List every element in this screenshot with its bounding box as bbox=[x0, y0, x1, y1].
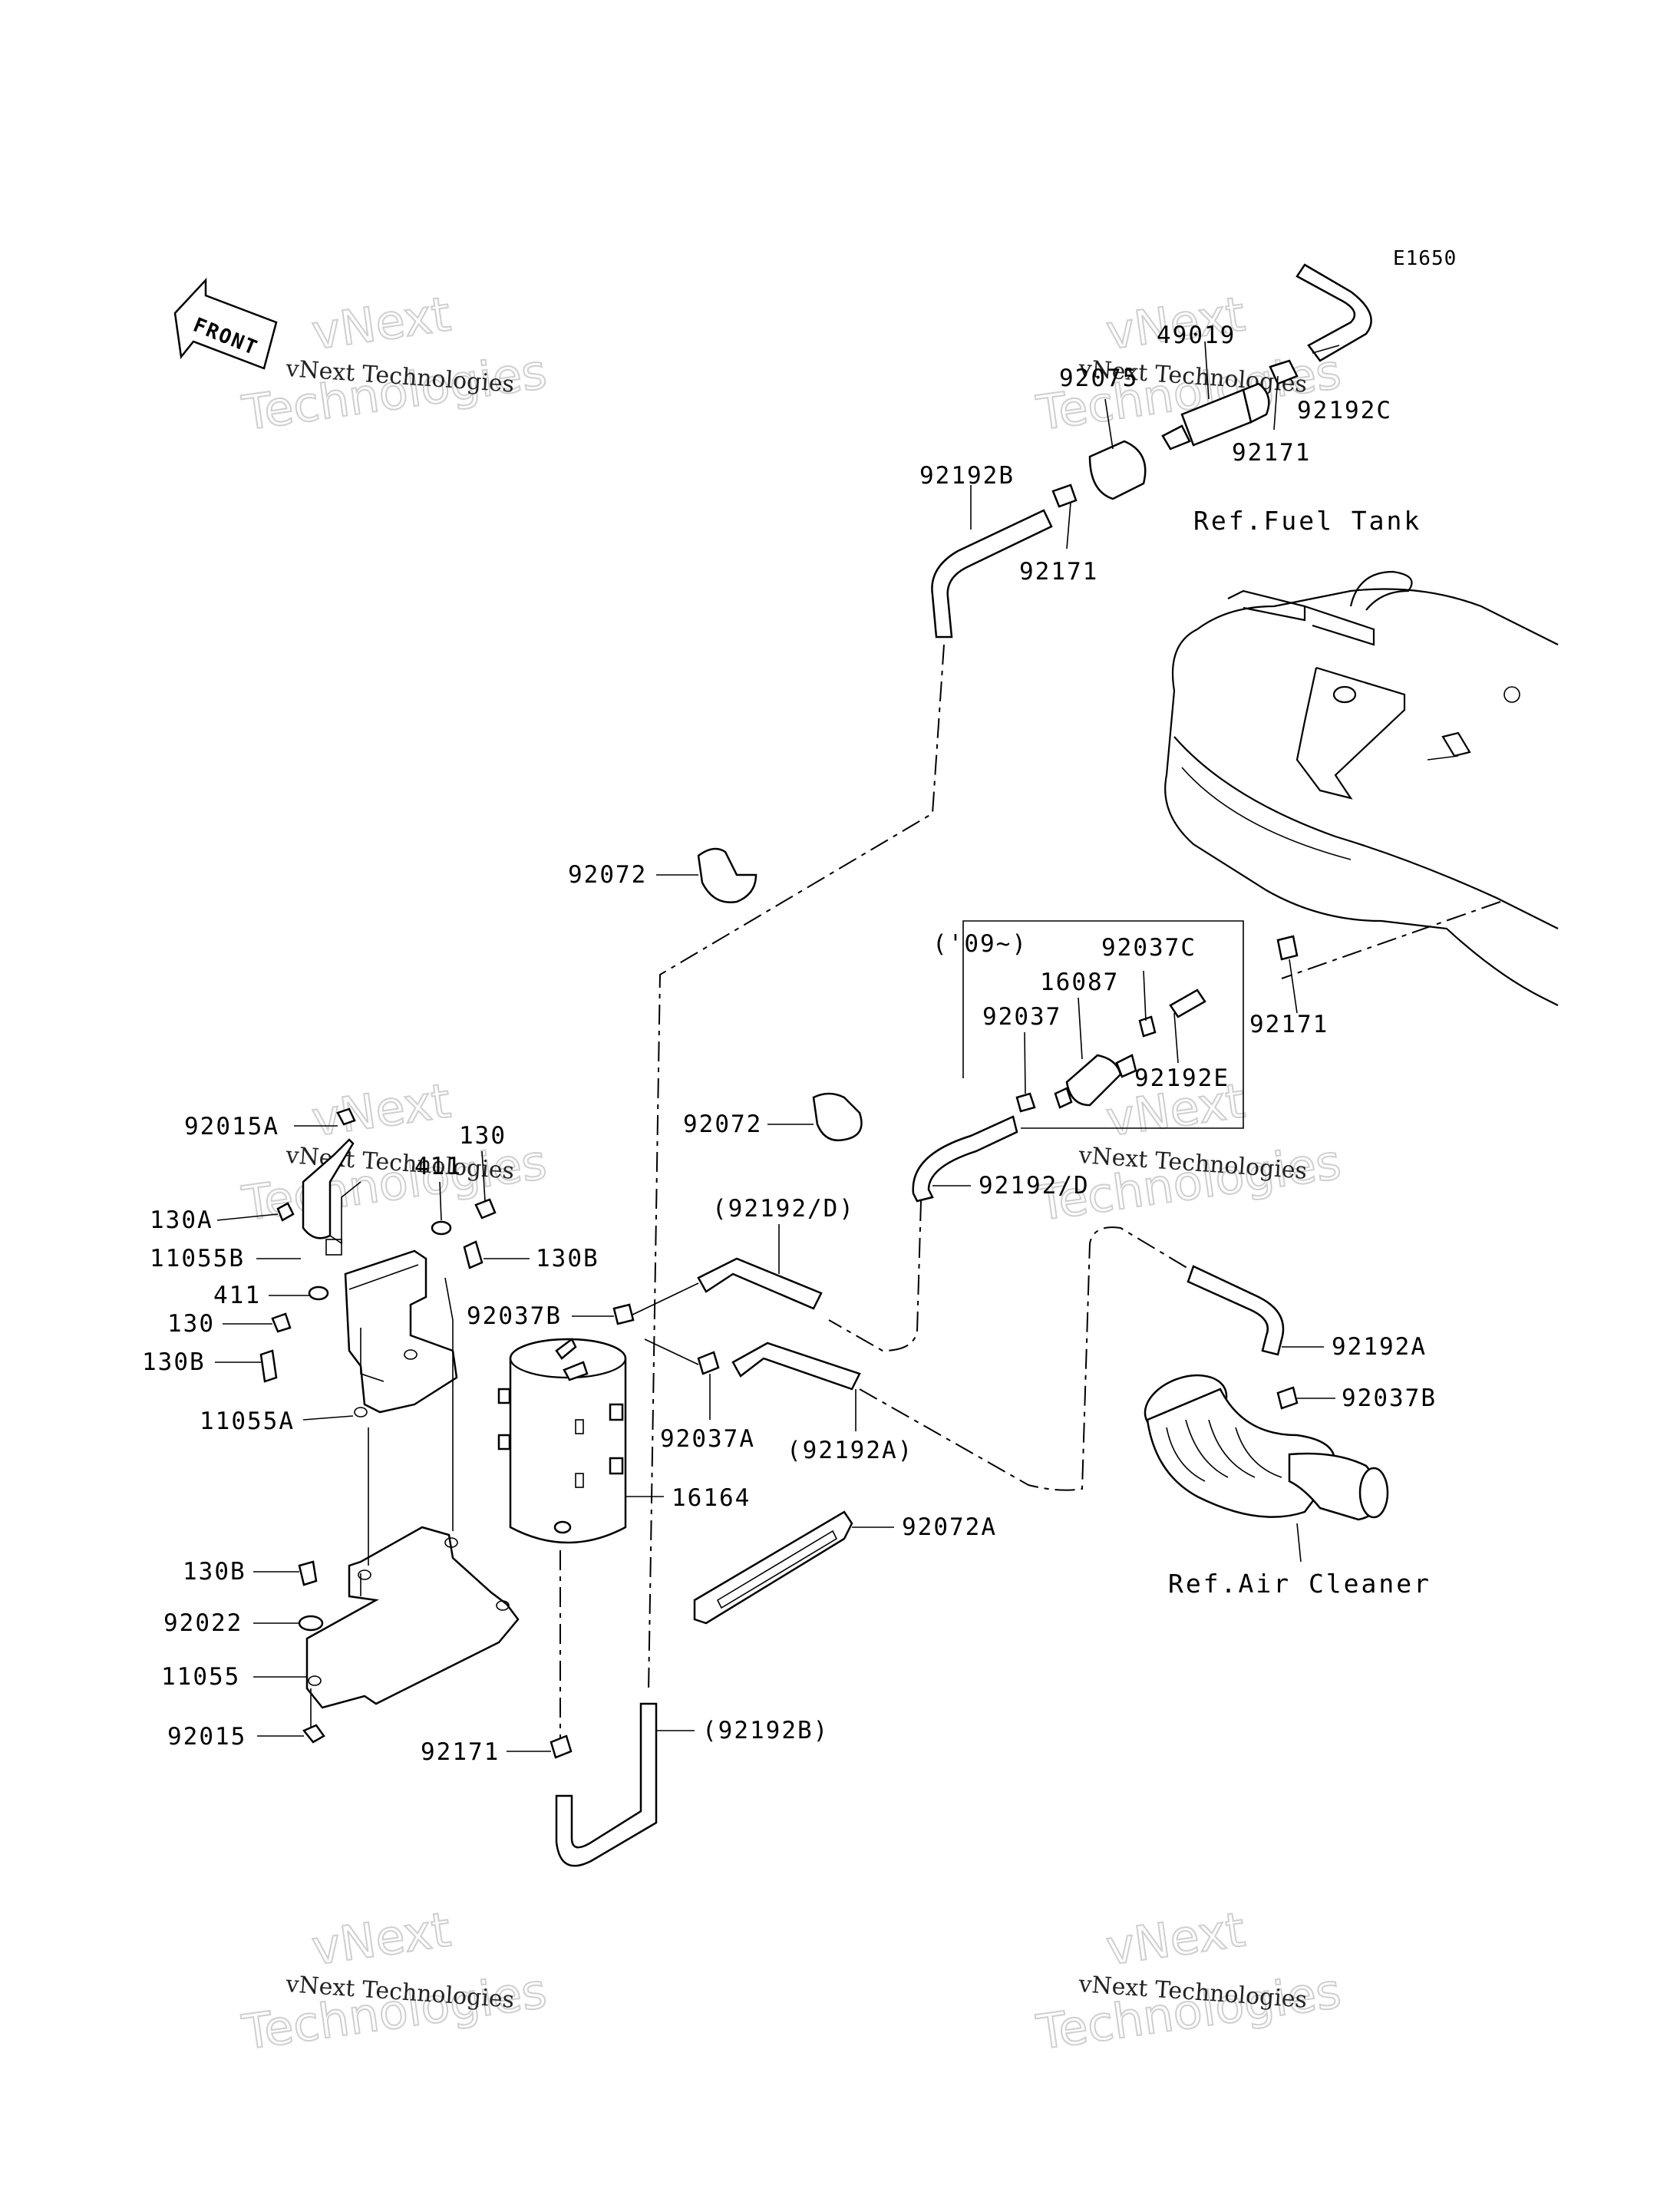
label-92037b-right: 92037B bbox=[1342, 1384, 1437, 1412]
bolt-130a bbox=[276, 1202, 295, 1222]
label-130b-right: 130B bbox=[536, 1245, 599, 1272]
label-11055a: 11055A bbox=[200, 1408, 295, 1435]
ref-fuel-tank-label: Ref.Fuel Tank bbox=[1193, 506, 1421, 536]
hose-92192a-paren bbox=[731, 1342, 861, 1391]
clamp-92037c bbox=[1138, 1015, 1157, 1038]
label-16087: 16087 bbox=[1040, 969, 1119, 996]
label-11055: 11055 bbox=[161, 1663, 240, 1691]
label-92192d: 92192/D bbox=[979, 1172, 1090, 1200]
watermark-big-1: vNext bbox=[309, 1072, 454, 1147]
label-92037a: 92037A bbox=[660, 1425, 755, 1453]
label-49019: 49019 bbox=[1157, 322, 1236, 349]
nut-92015 bbox=[302, 1724, 325, 1744]
label-92192d-paren: (92192/D) bbox=[712, 1195, 855, 1223]
watermark-big-1: vNext bbox=[309, 285, 454, 360]
holder-92075 bbox=[1088, 440, 1147, 500]
clamp-92171-right bbox=[1276, 935, 1299, 961]
label-92015a: 92015A bbox=[184, 1113, 279, 1140]
bolt-130b-right bbox=[463, 1240, 484, 1269]
label-92171-top: 92171 bbox=[1232, 439, 1311, 467]
label-92022: 92022 bbox=[163, 1609, 243, 1637]
bolt-130b-low bbox=[298, 1560, 318, 1586]
bolt-130-left bbox=[271, 1312, 292, 1333]
clamp-92037a bbox=[697, 1351, 720, 1375]
watermark-big-1: vNext bbox=[1103, 1901, 1249, 1975]
clamp-92171-top bbox=[1269, 359, 1299, 385]
bracket-box-09 bbox=[962, 920, 1244, 1129]
watermark-top-left: vNext Technologies vNext Technologies bbox=[238, 285, 551, 442]
label-92075: 92075 bbox=[1059, 365, 1138, 392]
nut-92015a bbox=[336, 1107, 356, 1126]
label-92192a: 92192A bbox=[1332, 1333, 1427, 1361]
strap-92072a bbox=[693, 1510, 853, 1625]
bolt-130b-left bbox=[259, 1349, 278, 1383]
watermark-big-1: vNext bbox=[309, 1901, 454, 1975]
label-130-left: 130 bbox=[167, 1310, 215, 1338]
label-92037b-left: 92037B bbox=[467, 1302, 562, 1330]
label-11055b: 11055B bbox=[150, 1245, 245, 1272]
watermark-bottom-left: vNext Technologies vNext Technologies bbox=[238, 1900, 551, 2061]
label-92037c: 92037C bbox=[1101, 934, 1196, 962]
label-130b-low: 130B bbox=[183, 1558, 246, 1586]
label-92171-right: 92171 bbox=[1249, 1011, 1328, 1038]
clamp-92037 bbox=[1015, 1092, 1036, 1113]
label-130-top: 130 bbox=[459, 1122, 507, 1150]
label-130a: 130A bbox=[150, 1206, 213, 1234]
label-92072-top: 92072 bbox=[568, 861, 647, 889]
hose-92192d bbox=[912, 1115, 1018, 1203]
clamp-92072-mid bbox=[812, 1092, 863, 1142]
label-92072a: 92072A bbox=[902, 1513, 997, 1541]
clamp-92171-second bbox=[1051, 483, 1078, 508]
label-130b-left: 130B bbox=[142, 1348, 206, 1376]
clamp-92171-bottom bbox=[550, 1734, 573, 1759]
valve-16087 bbox=[1054, 1054, 1137, 1109]
label-92015: 92015 bbox=[167, 1723, 246, 1751]
ref-air-cleaner-label: Ref.Air Cleaner bbox=[1168, 1569, 1431, 1599]
hose-92192a bbox=[1187, 1265, 1285, 1356]
label-92072-mid: 92072 bbox=[683, 1111, 762, 1138]
label-92192b-top: 92192B bbox=[919, 462, 1015, 490]
label-411-top: 411 bbox=[414, 1153, 462, 1180]
label-411-left: 411 bbox=[213, 1282, 261, 1309]
canister-16164 bbox=[497, 1338, 627, 1544]
hose-92192b-top bbox=[931, 509, 1053, 639]
label-92171-b: 92171 bbox=[1019, 558, 1098, 586]
label-92192c: 92192C bbox=[1297, 397, 1392, 424]
label-92171-bottom: 92171 bbox=[421, 1738, 500, 1766]
washer-411-left bbox=[308, 1285, 329, 1301]
hose-92192e bbox=[1169, 988, 1206, 1018]
washer-411-top bbox=[431, 1220, 452, 1236]
bracket-11055b bbox=[302, 1138, 355, 1239]
route-main bbox=[648, 644, 945, 1693]
label-92037: 92037 bbox=[982, 1003, 1061, 1031]
label-92192e: 92192E bbox=[1134, 1064, 1229, 1092]
fuel-tank bbox=[1164, 570, 1559, 1006]
watermark-bottom-right: vNext Technologies vNext Technologies bbox=[1032, 1900, 1345, 2061]
bracket-11055a bbox=[344, 1249, 458, 1414]
air-cleaner-duct bbox=[1144, 1374, 1389, 1521]
hose-92192b-bottom bbox=[555, 1702, 658, 1867]
bracket-note: ('09~) bbox=[932, 930, 1028, 958]
label-92192b-paren: (92192B) bbox=[702, 1717, 829, 1744]
bolt-130-top bbox=[474, 1198, 497, 1219]
valve-49019 bbox=[1161, 382, 1270, 450]
label-16164: 16164 bbox=[672, 1484, 751, 1512]
washer-92022 bbox=[298, 1615, 324, 1632]
label-92192a-paren: (92192A) bbox=[787, 1437, 913, 1464]
clamp-92072-top bbox=[697, 847, 757, 903]
clamp-92037b-left bbox=[612, 1303, 635, 1325]
diagram-code: E1650 bbox=[1393, 247, 1457, 270]
bracket-11055 bbox=[305, 1526, 520, 1709]
front-arrow-icon: FRONT bbox=[173, 277, 278, 370]
hose-92192d-paren bbox=[697, 1257, 823, 1310]
clamp-92037b-right bbox=[1276, 1386, 1299, 1410]
